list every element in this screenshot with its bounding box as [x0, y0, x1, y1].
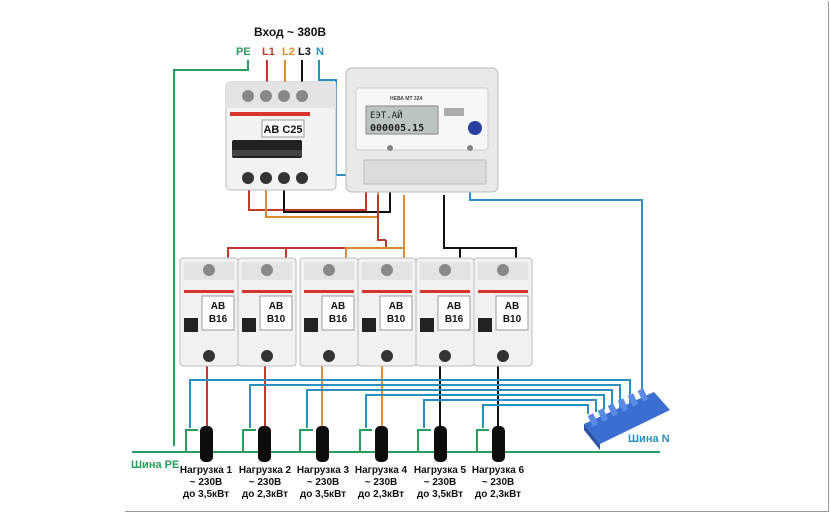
breaker-2-label-line1: АВ [269, 301, 283, 312]
breaker-2-label-line2: B10 [267, 314, 286, 325]
n-bus-block [584, 388, 670, 450]
l3-dist [443, 232, 461, 260]
diagram-frame [125, 1, 829, 512]
load-1-name: Нагрузка 1 [180, 465, 233, 476]
load-2-power: до 2,3кВт [242, 489, 288, 500]
load-cable-1 [200, 426, 213, 462]
n-ret-3 [306, 389, 613, 428]
load-cable-5 [434, 426, 447, 462]
meter-display [365, 105, 439, 135]
load-2-name: Нагрузка 2 [239, 465, 292, 476]
n-bus-label: Шина N [628, 433, 670, 445]
energy-meter: НЕВА МТ 324 ЕЭТ.АЙ 000005.15 [345, 67, 499, 193]
load-3-name: Нагрузка 3 [297, 465, 350, 476]
load-cable-2 [258, 426, 271, 462]
breaker-6-label-line2: B10 [503, 314, 522, 325]
load-1-voltage: ~ 230В [190, 477, 223, 488]
meter-display-value: 000005.15 [370, 123, 424, 134]
meter-brand: НЕВА МТ 324 [390, 96, 422, 102]
input-title: Вход ~ 380В [254, 25, 326, 39]
load-4-name: Нагрузка 4 [355, 465, 408, 476]
breaker-row: АВ B16 АВ B10 АВ B16 [179, 257, 533, 367]
breaker-3-label-line1: АВ [331, 301, 345, 312]
phase-label-pe: PE [236, 46, 251, 58]
load-6-voltage: ~ 230В [482, 477, 515, 488]
pe-ret-2 [242, 429, 256, 452]
l1-out [377, 195, 386, 241]
breaker-3: АВ B16 [299, 257, 359, 367]
l2-dist [345, 247, 404, 260]
load-cables [200, 426, 505, 462]
load-cable-4 [375, 426, 388, 462]
meter-display-top: ЕЭТ.АЙ [370, 109, 403, 121]
load-3-voltage: ~ 230В [307, 477, 340, 488]
breaker-4-label-line1: АВ [389, 301, 403, 312]
pe-ret-4 [359, 429, 372, 452]
breaker-4-label-line2: B10 [387, 314, 406, 325]
pe-ret-5 [417, 429, 431, 452]
breaker-2: АВ B10 [237, 257, 297, 367]
breaker-6: АВ B10 [473, 257, 533, 367]
pe-ret-1 [185, 429, 198, 452]
breaker-4: АВ B10 [357, 257, 417, 367]
load-5-power: до 3,5кВт [417, 489, 463, 500]
phase-label-l2: L2 [282, 46, 295, 58]
pe-bus-label: Шина PE [131, 459, 179, 471]
l1-dist-b2 [228, 247, 287, 260]
load-2-voltage: ~ 230В [249, 477, 282, 488]
pe-wire [173, 60, 249, 446]
breaker-5: АВ B16 [415, 257, 475, 367]
load-4-voltage: ~ 230В [365, 477, 398, 488]
n-ret-6 [482, 404, 589, 428]
load-6-name: Нагрузка 6 [472, 465, 525, 476]
breaker-6-label-line1: АВ [505, 301, 519, 312]
breaker-1-label-line1: АВ [211, 301, 225, 312]
load-labels: Нагрузка 1 ~ 230В до 3,5кВт Нагрузка 2 ~… [180, 465, 525, 500]
l3-to-meter [283, 185, 391, 213]
phase-label-n: N [316, 46, 324, 58]
l3-dist-b6 [460, 247, 517, 260]
load-cable-6 [492, 426, 505, 462]
wires [132, 60, 660, 453]
load-4-power: до 2,3кВт [358, 489, 404, 500]
breaker-3-label-line2: B16 [329, 314, 348, 325]
phase-label-l3: L3 [298, 46, 311, 58]
load-5-voltage: ~ 230В [424, 477, 457, 488]
l1-dist [227, 240, 387, 260]
breaker-5-label-line2: B16 [445, 314, 464, 325]
breaker-5-label-line1: АВ [447, 301, 461, 312]
load-5-name: Нагрузка 5 [414, 465, 467, 476]
n-ret-5 [423, 399, 597, 428]
load-6-power: до 2,3кВт [475, 489, 521, 500]
pe-ret-3 [299, 429, 313, 452]
n-ret-2 [249, 384, 621, 428]
l1-to-meter [248, 185, 367, 211]
load-3-power: до 3,5кВт [300, 489, 346, 500]
breaker-1: АВ B16 [179, 257, 239, 367]
n-out [469, 186, 643, 390]
load-1-power: до 3,5кВт [183, 489, 229, 500]
breaker-1-label-line2: B16 [209, 314, 228, 325]
n-ret-4 [365, 394, 605, 428]
pe-ret-6 [476, 429, 489, 452]
load-cable-3 [316, 426, 329, 462]
phase-label-l1: L1 [262, 46, 275, 58]
